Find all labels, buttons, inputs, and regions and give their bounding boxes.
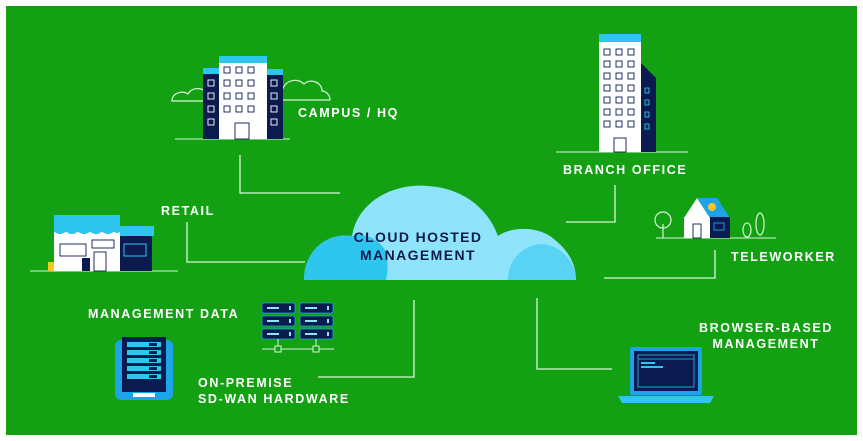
cloud-label-line1: CLOUD HOSTED: [353, 229, 483, 245]
label-campus-hq: CAMPUS / HQ: [298, 106, 399, 120]
label-management-data: MANAGEMENT DATA: [88, 307, 240, 321]
connector-browser: [536, 298, 612, 370]
cloud-label-line2: MANAGEMENT: [360, 247, 476, 263]
label-teleworker: TELEWORKER: [731, 250, 836, 264]
label-retail: RETAIL: [161, 204, 215, 218]
office-tower-icon: [556, 34, 688, 153]
label-browser-line2: MANAGEMENT: [712, 337, 820, 351]
label-on-premise-line2: SD-WAN HARDWARE: [198, 392, 350, 406]
label-browser-line1: BROWSER-BASED: [699, 321, 833, 335]
connector-teleworker: [604, 250, 716, 279]
cloud-icon: [304, 185, 576, 280]
connector-on-premise: [318, 300, 415, 378]
connector-campus: [239, 155, 340, 194]
connector-retail: [186, 222, 305, 263]
label-browser-based: BROWSER-BASED MANAGEMENT: [698, 320, 834, 352]
sdwan-hardware-icon: [115, 337, 173, 400]
label-on-premise: ON-PREMISE SD-WAN HARDWARE: [198, 375, 350, 407]
connector-branch: [566, 185, 616, 223]
cloud-shape-mid: [304, 234, 388, 280]
storefront-icon: [30, 215, 178, 272]
server-rack-icon: [261, 302, 334, 353]
house-icon: [654, 198, 776, 239]
connector-lines: [186, 155, 716, 378]
cloud-label: CLOUD HOSTED MANAGEMENT: [338, 228, 498, 264]
label-on-premise-line1: ON-PREMISE: [198, 376, 294, 390]
laptop-icon: [618, 347, 714, 403]
label-branch-office: BRANCH OFFICE: [563, 163, 688, 177]
campus-building-icon: [171, 56, 331, 140]
cloud-shape-right-bump: [508, 244, 576, 280]
